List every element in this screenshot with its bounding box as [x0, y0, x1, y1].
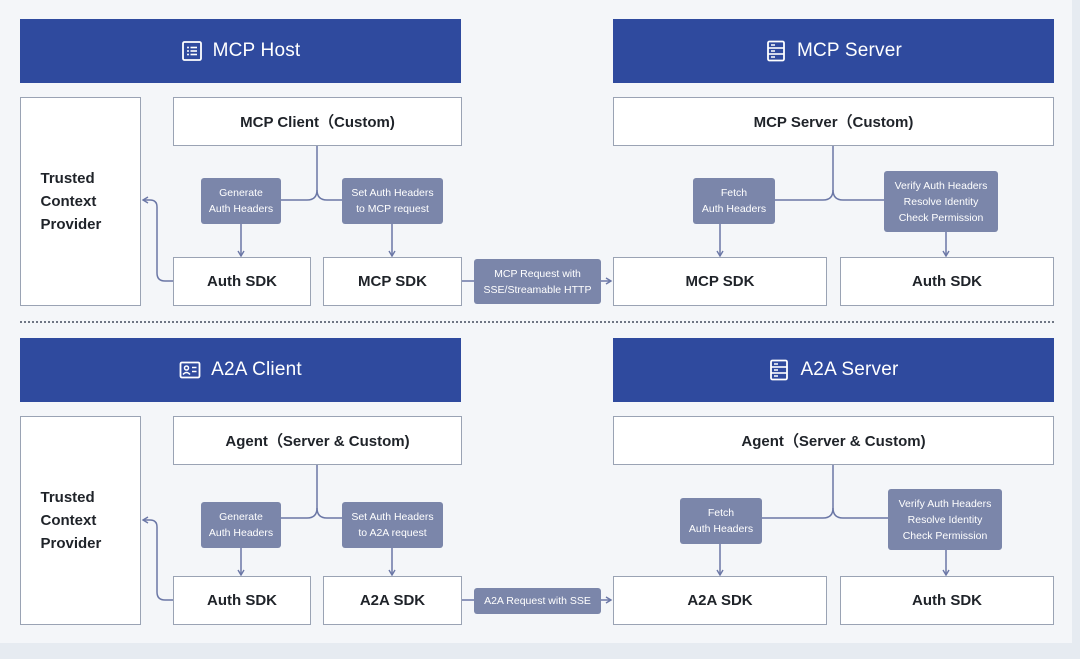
a2a-client-header: A2A Client — [20, 338, 461, 402]
mcp-server-custom-box: MCP Server（Custom) — [613, 97, 1054, 146]
a2a-server-title: A2A Server — [800, 359, 899, 380]
bottom-verify-auth-headers-label: Verify Auth Headers Resolve Identity Che… — [888, 489, 1002, 550]
right-edge-band — [1072, 0, 1080, 659]
server-rack-icon — [765, 40, 787, 62]
a2a-client-title: A2A Client — [211, 359, 302, 380]
bottom-fetch-auth-headers-label: Fetch Auth Headers — [680, 498, 762, 544]
top-server-mcp-sdk-box: MCP SDK — [613, 257, 827, 306]
section-divider — [20, 321, 1054, 323]
top-server-auth-sdk-box: Auth SDK — [840, 257, 1054, 306]
top-verify-auth-headers-label: Verify Auth Headers Resolve Identity Che… — [884, 171, 998, 232]
bottom-generate-auth-headers-label: Generate Auth Headers — [201, 502, 281, 548]
mcp-client-box: MCP Client（Custom) — [173, 97, 462, 146]
bottom-a2a-request-label: A2A Request with SSE — [474, 588, 601, 614]
top-generate-auth-headers-label: Generate Auth Headers — [201, 178, 281, 224]
bottom-set-auth-headers-label: Set Auth Headers to A2A request — [342, 502, 443, 548]
bottom-trusted-context-provider: Trusted Context Provider — [20, 416, 141, 625]
agent-client-box: Agent（Server & Custom) — [173, 416, 462, 465]
bottom-client-auth-sdk-box: Auth SDK — [173, 576, 311, 625]
top-mcp-request-label: MCP Request with SSE/Streamable HTTP — [474, 259, 601, 304]
top-set-auth-headers-label: Set Auth Headers to MCP request — [342, 178, 443, 224]
list-document-icon — [181, 40, 203, 62]
bottom-trusted-context-provider-label: Trusted Context Provider — [40, 489, 102, 552]
mcp-server-title: MCP Server — [796, 40, 903, 61]
id-card-icon — [179, 359, 201, 381]
mcp-host-title: MCP Host — [212, 40, 301, 61]
top-client-mcp-sdk-box: MCP SDK — [323, 257, 462, 306]
mcp-host-header: MCP Host — [20, 19, 461, 83]
top-client-auth-sdk-box: Auth SDK — [173, 257, 311, 306]
top-fetch-auth-headers-label: Fetch Auth Headers — [693, 178, 775, 224]
bottom-client-a2a-sdk-box: A2A SDK — [323, 576, 462, 625]
a2a-server-header: A2A Server — [613, 338, 1054, 402]
mcp-server-header: MCP Server — [613, 19, 1054, 83]
top-trusted-context-provider-label: Trusted Context Provider — [40, 170, 102, 233]
bottom-server-auth-sdk-box: Auth SDK — [840, 576, 1054, 625]
bottom-server-a2a-sdk-box: A2A SDK — [613, 576, 827, 625]
bottom-edge-band — [0, 643, 1080, 659]
top-trusted-context-provider: Trusted Context Provider — [20, 97, 141, 306]
server-rack-icon — [768, 359, 790, 381]
agent-server-box: Agent（Server & Custom) — [613, 416, 1054, 465]
